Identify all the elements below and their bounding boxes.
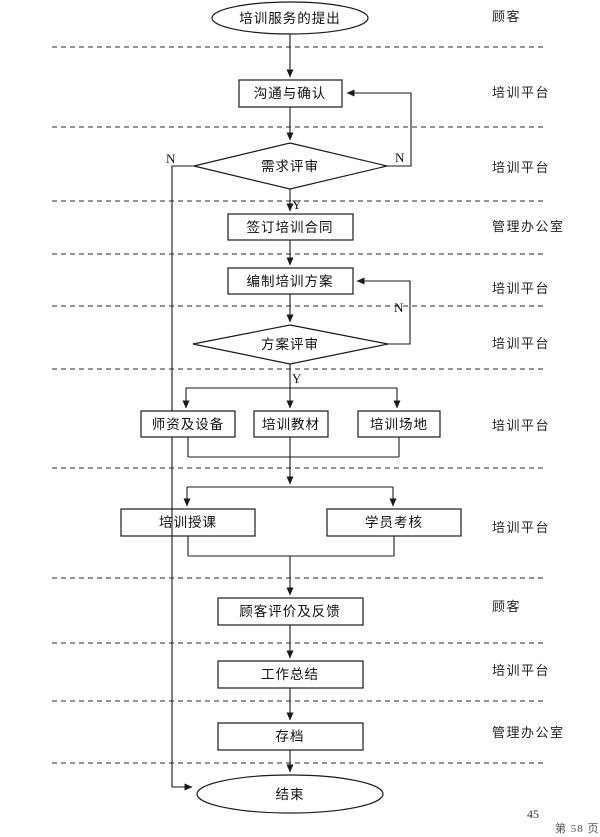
teachers-node-label: 师资及设备 (152, 416, 225, 432)
loop-review1-no-to-communicate (346, 89, 412, 167)
connectors (171, 34, 412, 791)
review1-no-right-label: N (395, 150, 405, 165)
review2-decision-node (192, 324, 389, 365)
materials-node (253, 410, 329, 438)
contract-node (227, 213, 354, 241)
start-node-label: 培训服务的提出 (239, 11, 341, 26)
summary-node-label: 工作总结 (261, 667, 319, 682)
plan-node-label: 编制培训方案 (247, 273, 334, 289)
lane-label-platform-1: 培训平台 (492, 85, 550, 100)
review2-yes-label: Y (292, 371, 302, 386)
venue-node-label: 培训场地 (370, 417, 428, 432)
footer-page-text: 第 58 页 (555, 821, 600, 835)
lane-label-platform-4: 培训平台 (492, 336, 550, 351)
page-footer: 45 第 58 页 (527, 807, 600, 835)
review1-decision-node (193, 142, 388, 190)
review1-yes-label: Y (292, 197, 302, 212)
end-node-label: 结束 (276, 787, 305, 802)
feedback-node-label: 顾客评价及反馈 (239, 603, 341, 619)
lane-label-platform-5: 培训平台 (492, 418, 550, 433)
start-node (211, 1, 369, 35)
materials-node-label: 培训教材 (262, 417, 320, 432)
teaching-node-label: 培训授课 (159, 515, 217, 530)
loop-review1-no-to-end (171, 165, 194, 791)
archive-node (217, 722, 364, 751)
lane-labels: 顾客 培训平台 培训平台 管理办公室 培训平台 培训平台 培训平台 培训平台 顾… (492, 9, 565, 740)
summary-node (217, 660, 364, 689)
lane-label-platform-7: 培训平台 (492, 663, 550, 678)
branch-labels: N N Y N Y (166, 150, 405, 386)
review2-no-label: N (394, 300, 404, 315)
lane-label-platform-3: 培训平台 (492, 281, 550, 296)
lane-label-platform-2: 培训平台 (492, 160, 550, 175)
end-node (196, 774, 384, 814)
lane-label-customer-1: 顾客 (492, 9, 521, 24)
lane-label-office-2: 管理办公室 (492, 725, 565, 740)
review1-node-label: 需求评审 (261, 159, 319, 174)
page-number: 45 (527, 807, 539, 821)
lane-label-customer-2: 顾客 (492, 599, 521, 614)
archive-node-label: 存档 (276, 729, 305, 744)
contract-node-label: 签订培训合同 (247, 219, 334, 235)
lane-label-office-1: 管理办公室 (492, 219, 565, 234)
feedback-node (217, 597, 364, 626)
review1-no-left-label: N (166, 151, 176, 166)
communicate-node-label: 沟通与确认 (254, 86, 327, 101)
teachers-node (140, 410, 236, 438)
loop-review2-no-to-plan (356, 277, 411, 345)
teaching-node (120, 508, 256, 537)
review2-node-label: 方案评审 (261, 336, 319, 352)
plan-node (227, 267, 354, 295)
assessment-node (326, 508, 462, 537)
lane-dividers (52, 46, 547, 764)
nodes: 培训服务的提出 沟通与确认 需求评审 签订培训合同 编制培训方案 方案评审 师资… (120, 1, 462, 814)
venue-node (357, 410, 441, 438)
lane-label-platform-6: 培训平台 (492, 520, 550, 535)
communicate-node (238, 79, 343, 108)
assessment-node-label: 学员考核 (365, 515, 423, 530)
